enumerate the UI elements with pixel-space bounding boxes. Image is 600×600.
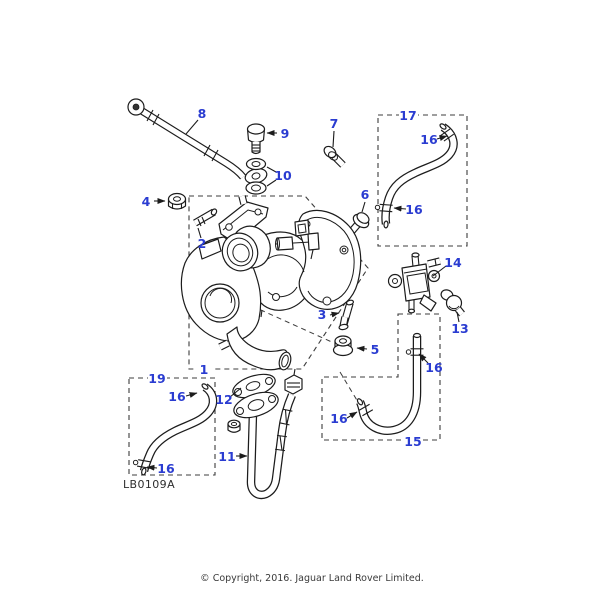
hose-box-19 <box>128 377 216 476</box>
callout-11[interactable]: 11 <box>218 449 235 464</box>
vacuum-hose-15-drawing <box>356 332 424 435</box>
callout-14[interactable]: 14 <box>444 255 462 270</box>
leader-lines <box>146 119 460 471</box>
oil-feed-pipe-drawing <box>127 98 268 184</box>
leader-16c <box>185 392 198 398</box>
hose-box-17 <box>377 114 468 247</box>
callout-15[interactable]: 15 <box>404 434 421 449</box>
leader-16a <box>436 135 448 142</box>
hose-clip <box>358 403 374 417</box>
copyright-text: © Copyright, 2016. Jaguar Land Rover Lim… <box>200 573 424 584</box>
hose-box-15 <box>321 313 441 441</box>
braid-band <box>274 434 288 452</box>
leader-12 <box>229 387 242 398</box>
callout-6[interactable]: 6 <box>361 187 370 202</box>
callout-16-hose15-top[interactable]: 16 <box>425 360 443 375</box>
callout-5[interactable]: 5 <box>371 342 380 357</box>
stud-2-drawing <box>193 208 218 227</box>
nut-5-drawing <box>332 335 354 357</box>
callout-13[interactable]: 13 <box>451 321 468 336</box>
leader-7 <box>332 130 335 148</box>
washers-10-drawing <box>245 157 267 195</box>
callout-8[interactable]: 8 <box>198 106 207 121</box>
leader-16b <box>393 205 407 212</box>
hose-clip <box>374 203 393 213</box>
label-bg <box>148 372 167 385</box>
callout-16-hose19-bottom[interactable]: 16 <box>157 461 175 476</box>
callout-1[interactable]: 1 <box>200 362 209 377</box>
bolt-6-drawing <box>349 212 370 234</box>
vacuum-hose-17-drawing <box>374 123 458 229</box>
solenoid-valve-14-drawing <box>387 252 441 314</box>
braid-band <box>279 408 293 426</box>
leader-2 <box>197 227 202 239</box>
callout-4[interactable]: 4 <box>142 194 151 209</box>
callout-19[interactable]: 19 <box>148 371 165 386</box>
nut-4-drawing <box>167 192 187 210</box>
leader-5 <box>356 345 368 352</box>
leader-16e <box>418 353 429 364</box>
nut-near-gasket-drawing <box>227 419 241 433</box>
leader-3 <box>329 311 340 318</box>
callout-2[interactable]: 2 <box>198 236 207 251</box>
leader-16f <box>346 411 358 419</box>
callout-12[interactable]: 12 <box>215 392 232 407</box>
callout-16-hose19-top[interactable]: 16 <box>168 389 186 404</box>
callout-3[interactable]: 3 <box>318 307 327 322</box>
leader-10 <box>266 166 277 187</box>
callout-7[interactable]: 7 <box>330 116 339 131</box>
leader-16d <box>146 464 158 471</box>
label-bg <box>403 435 422 448</box>
bolt-7-drawing <box>323 145 346 168</box>
bolt-13-drawing <box>440 289 465 317</box>
turbocharger-drawing <box>180 195 362 371</box>
drawing-code: LB0109A <box>123 478 175 491</box>
label-bg <box>196 363 212 376</box>
callout-9[interactable]: 9 <box>281 126 290 141</box>
stud-3-drawing <box>338 299 355 331</box>
leader-8 <box>185 119 199 135</box>
leader-13 <box>456 311 460 323</box>
leader-6 <box>361 201 366 213</box>
oil-drain-pipe-drawing <box>246 368 303 500</box>
gaskets-12-drawing <box>232 373 279 419</box>
callout-17[interactable]: 17 <box>399 108 416 123</box>
callout-10[interactable]: 10 <box>274 168 292 183</box>
callout-16-hose17-top[interactable]: 16 <box>420 132 438 147</box>
main-assembly-box-1 <box>188 195 369 370</box>
callout-16-hose15-bottom[interactable]: 16 <box>330 411 348 426</box>
callout-labels: 8 9 7 17 16 16 4 2 6 10 14 13 3 5 1 19 1… <box>142 106 469 476</box>
dashed-leader-to-nut5 <box>251 305 335 344</box>
leader-14 <box>432 265 447 277</box>
bolt-9-drawing <box>246 123 266 155</box>
label-bg <box>399 109 418 122</box>
vacuum-hose-19-drawing <box>132 383 218 476</box>
dashed-leader-to-hose15 <box>339 371 359 403</box>
callout-16-hose17-bottom[interactable]: 16 <box>405 202 423 217</box>
hose-clip <box>405 348 424 356</box>
